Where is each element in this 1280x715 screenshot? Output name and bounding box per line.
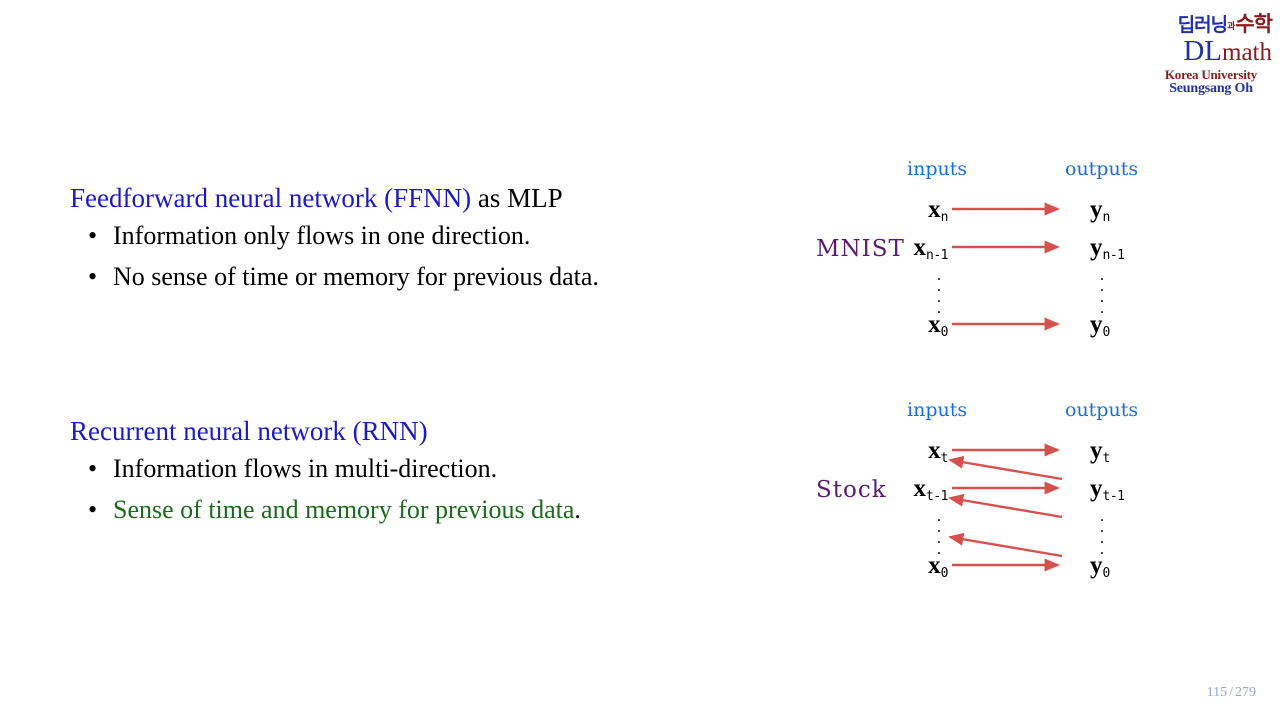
rnn-inputs-header: inputs <box>907 399 968 421</box>
node-subscript: n-1 <box>1102 248 1125 263</box>
logo-dlmath-row: DLmath <box>1148 37 1274 67</box>
node-base: y <box>1090 437 1103 464</box>
node-base: y <box>1090 311 1103 338</box>
rnn-input-node-1: xt-1 <box>874 475 949 504</box>
logo-hangul-blue: 딥러닝 <box>1177 14 1228 36</box>
node-base: x <box>928 552 941 579</box>
ffnn-output-ellipsis: .... <box>1099 266 1105 317</box>
rnn-bullet-period-1: . <box>574 495 581 524</box>
rnn-outputs-header: outputs <box>1065 399 1139 421</box>
rnn-bullet-list: • Information flows in multi-direction. … <box>70 448 730 530</box>
rnn-output-node-0: yt <box>1090 437 1110 466</box>
rnn-heading-highlight: Recurrent neural network (RNN) <box>70 416 428 446</box>
ffnn-outputs-header: outputs <box>1065 158 1139 180</box>
bullet-dot-icon: • <box>88 454 98 483</box>
rnn-recurrent-arrow-2 <box>948 532 1063 558</box>
ffnn-heading-tail: as MLP <box>471 183 563 213</box>
rnn-text-block: Recurrent neural network (RNN) • Informa… <box>70 414 730 530</box>
logo-author: Seungsang Oh <box>1169 81 1253 96</box>
rnn-output-node-2: y0 <box>1090 552 1110 581</box>
node-subscript: 0 <box>1102 325 1111 340</box>
node-base: x <box>913 234 927 261</box>
logo-hangul-small: 과 <box>1227 22 1236 32</box>
ffnn-output-node-0: yn <box>1090 196 1110 225</box>
node-base: y <box>1090 234 1103 261</box>
list-item: • No sense of time or memory for previou… <box>70 256 730 297</box>
ffnn-bullet-text-0: Information only flows in one direction. <box>113 221 531 250</box>
node-base: y <box>1090 475 1103 502</box>
rnn-input-node-2: x0 <box>884 552 948 581</box>
node-subscript: 0 <box>1102 566 1111 581</box>
rnn-arrow-layer <box>948 443 1063 572</box>
node-subscript: t-1 <box>1102 489 1125 504</box>
list-item: • Sense of time and memory for previous … <box>70 489 730 530</box>
logo-hangul-row: 딥러닝과수학 <box>1148 14 1274 40</box>
ffnn-dataset-label: MNIST <box>816 236 905 262</box>
node-subscript: t <box>940 451 949 466</box>
node-base: x <box>928 437 941 464</box>
ffnn-output-node-1: yn-1 <box>1090 234 1125 263</box>
node-base: x <box>928 311 941 338</box>
rnn-bullet-text-0: Information flows in multi-direction. <box>113 454 498 483</box>
ffnn-bullet-list: • Information only flows in one directio… <box>70 215 730 297</box>
ffnn-arrow-layer <box>952 202 1060 331</box>
list-item: • Information flows in multi-direction. <box>70 448 730 489</box>
rnn-input-node-0: xt <box>884 437 948 466</box>
rnn-output-ellipsis: .... <box>1099 507 1105 558</box>
rnn-recurrent-arrow-0 <box>948 455 1063 481</box>
node-subscript: t-1 <box>926 489 948 504</box>
ffnn-input-node-1: xn-1 <box>874 234 949 263</box>
bullet-dot-icon: • <box>88 495 98 524</box>
ffnn-heading-highlight: Feedforward neural network (FFNN) <box>70 183 472 213</box>
total-page-count: 279 <box>1235 685 1256 700</box>
ffnn-heading: Feedforward neural network (FFNN) as MLP <box>70 181 730 215</box>
ffnn-input-node-0: xn <box>884 196 948 225</box>
rnn-diagram: inputs outputs Stock xt xt-1 x0 yt yt-1 … <box>800 393 1170 593</box>
node-subscript: n <box>1102 210 1111 225</box>
logo-hangul-red: 수학 <box>1235 12 1273 36</box>
ffnn-text-block: Feedforward neural network (FFNN) as MLP… <box>70 181 730 297</box>
ffnn-diagram: inputs outputs MNIST xn xn-1 x0 yn yn-1 … <box>800 152 1170 352</box>
logo-math-text: math <box>1222 39 1272 66</box>
rnn-heading: Recurrent neural network (RNN) <box>70 414 730 448</box>
page-number-footer: 115/279 <box>1207 685 1256 701</box>
ffnn-input-ellipsis: .... <box>936 266 942 317</box>
node-subscript: n-1 <box>926 248 948 263</box>
node-subscript: 0 <box>940 566 949 581</box>
brand-logo: 딥러닝과수학 DLmath Korea University Seungsang… <box>1148 14 1274 110</box>
node-base: y <box>1090 196 1103 223</box>
rnn-output-node-1: yt-1 <box>1090 475 1125 504</box>
node-subscript: t <box>1102 451 1111 466</box>
ffnn-bullet-text-1: No sense of time or memory for previous … <box>113 262 599 291</box>
logo-dl-text: DL <box>1183 35 1222 67</box>
rnn-recurrent-arrow-1 <box>948 493 1063 519</box>
node-subscript: 0 <box>940 325 949 340</box>
bullet-dot-icon: • <box>88 262 98 291</box>
bullet-dot-icon: • <box>88 221 98 250</box>
list-item: • Information only flows in one directio… <box>70 215 730 256</box>
rnn-dataset-label: Stock <box>816 477 887 503</box>
ffnn-inputs-header: inputs <box>907 158 968 180</box>
current-page-number: 115 <box>1206 685 1228 700</box>
node-base: x <box>928 196 941 223</box>
rnn-bullet-text-1: Sense of time and memory for previous da… <box>113 495 575 524</box>
node-base: y <box>1090 552 1103 579</box>
node-base: x <box>913 475 927 502</box>
node-subscript: n <box>940 210 949 225</box>
rnn-input-ellipsis: .... <box>936 507 942 558</box>
ffnn-input-node-2: x0 <box>884 311 948 340</box>
logo-university: Korea University <box>1164 67 1258 82</box>
page-separator: / <box>1229 685 1233 700</box>
ffnn-output-node-2: y0 <box>1090 311 1110 340</box>
